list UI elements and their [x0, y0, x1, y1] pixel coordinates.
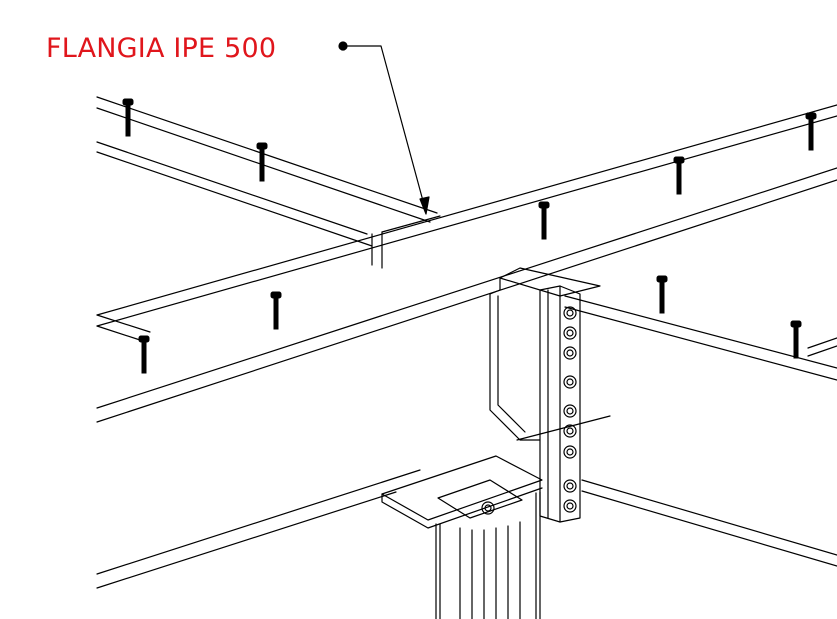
- connection-bracket: [489, 267, 601, 441]
- column: [435, 491, 541, 619]
- callout-leader: [338, 41, 430, 215]
- end-plate: [539, 285, 581, 523]
- beam-ipe-main: [96, 104, 837, 423]
- beam-ipe-right: [564, 295, 837, 567]
- beam-back-left: [96, 96, 441, 269]
- bolts: [563, 306, 577, 513]
- beam-ipe-lower: [96, 415, 611, 589]
- base-plate: [381, 455, 543, 529]
- flange-callout-label: FLANGIA IPE 500: [46, 33, 277, 64]
- anchor-studs: [122, 98, 817, 374]
